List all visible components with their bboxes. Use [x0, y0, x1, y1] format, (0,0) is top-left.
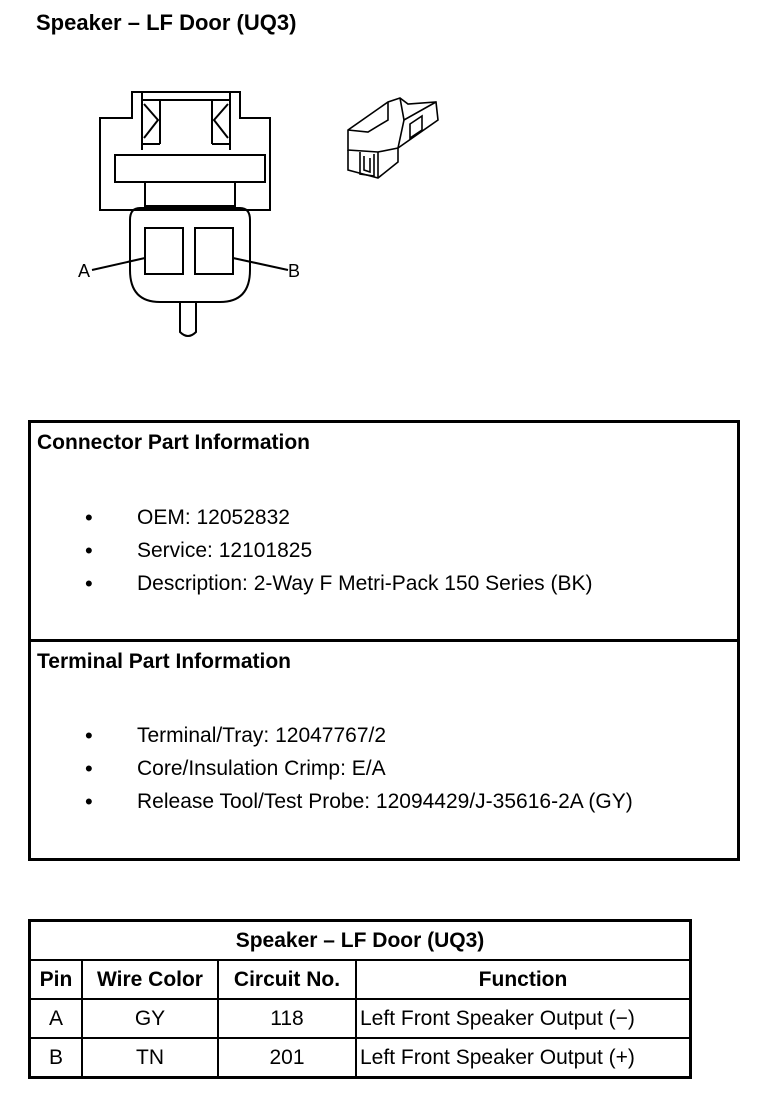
list-item: • Service: 12101825: [31, 534, 737, 567]
table-row: A GY 118 Left Front Speaker Output (−): [28, 998, 692, 1039]
wire-color-cell: GY: [81, 998, 219, 1039]
bullet-icon: •: [85, 789, 93, 814]
connector-part-list: • OEM: 12052832 • Service: 12101825 • De…: [31, 501, 737, 600]
list-item-text: Service: 12101825: [137, 539, 313, 562]
terminal-part-information-section: Terminal Part Information • Terminal/Tra…: [31, 642, 737, 858]
connector-part-information-section: Connector Part Information • OEM: 120528…: [31, 423, 737, 642]
pin-label-b: B: [288, 261, 300, 281]
bullet-icon: •: [85, 538, 93, 563]
column-header-wire-color: Wire Color: [81, 959, 219, 1000]
column-header-function: Function: [355, 959, 692, 1000]
terminal-part-list: • Terminal/Tray: 12047767/2 • Core/Insul…: [31, 719, 737, 818]
list-item-text: Core/Insulation Crimp: E/A: [137, 757, 386, 780]
connector-face-diagram: A B: [78, 91, 300, 337]
list-item-text: Terminal/Tray: 12047767/2: [137, 724, 387, 747]
connector-isometric-diagram: [347, 97, 439, 179]
list-item: • Terminal/Tray: 12047767/2: [31, 719, 737, 752]
wire-color-cell: TN: [81, 1037, 219, 1079]
pin-cell: B: [28, 1037, 83, 1079]
bullet-icon: •: [85, 723, 93, 748]
bullet-icon: •: [85, 505, 93, 530]
list-item: • Description: 2-Way F Metri-Pack 150 Se…: [31, 567, 737, 600]
list-item-text: OEM: 12052832: [137, 506, 290, 529]
function-cell: Left Front Speaker Output (+): [355, 1037, 692, 1079]
column-header-pin: Pin: [28, 959, 83, 1000]
list-item: • OEM: 12052832: [31, 501, 737, 534]
pin-cell: A: [28, 998, 83, 1039]
pin-table: Speaker – LF Door (UQ3) Pin Wire Color C…: [28, 919, 692, 1079]
bullet-icon: •: [85, 756, 93, 781]
list-item: • Core/Insulation Crimp: E/A: [31, 752, 737, 785]
circuit-no-cell: 201: [217, 1037, 357, 1079]
list-item-text: Release Tool/Test Probe: 12094429/J-3561…: [137, 790, 633, 813]
circuit-no-cell: 118: [217, 998, 357, 1039]
list-item: • Release Tool/Test Probe: 12094429/J-35…: [31, 785, 737, 818]
table-row: B TN 201 Left Front Speaker Output (+): [28, 1037, 692, 1079]
page-title: Speaker – LF Door (UQ3): [36, 10, 297, 35]
function-cell: Left Front Speaker Output (−): [355, 998, 692, 1039]
terminal-part-information-heading: Terminal Part Information: [37, 650, 291, 673]
bullet-icon: •: [85, 571, 93, 596]
column-header-circuit-no: Circuit No.: [217, 959, 357, 1000]
list-item-text: Description: 2-Way F Metri-Pack 150 Seri…: [137, 572, 593, 595]
connector-part-information-heading: Connector Part Information: [37, 431, 311, 454]
part-information-box: Connector Part Information • OEM: 120528…: [28, 420, 740, 861]
pin-table-title: Speaker – LF Door (UQ3): [28, 919, 692, 961]
pin-label-a: A: [78, 261, 90, 281]
